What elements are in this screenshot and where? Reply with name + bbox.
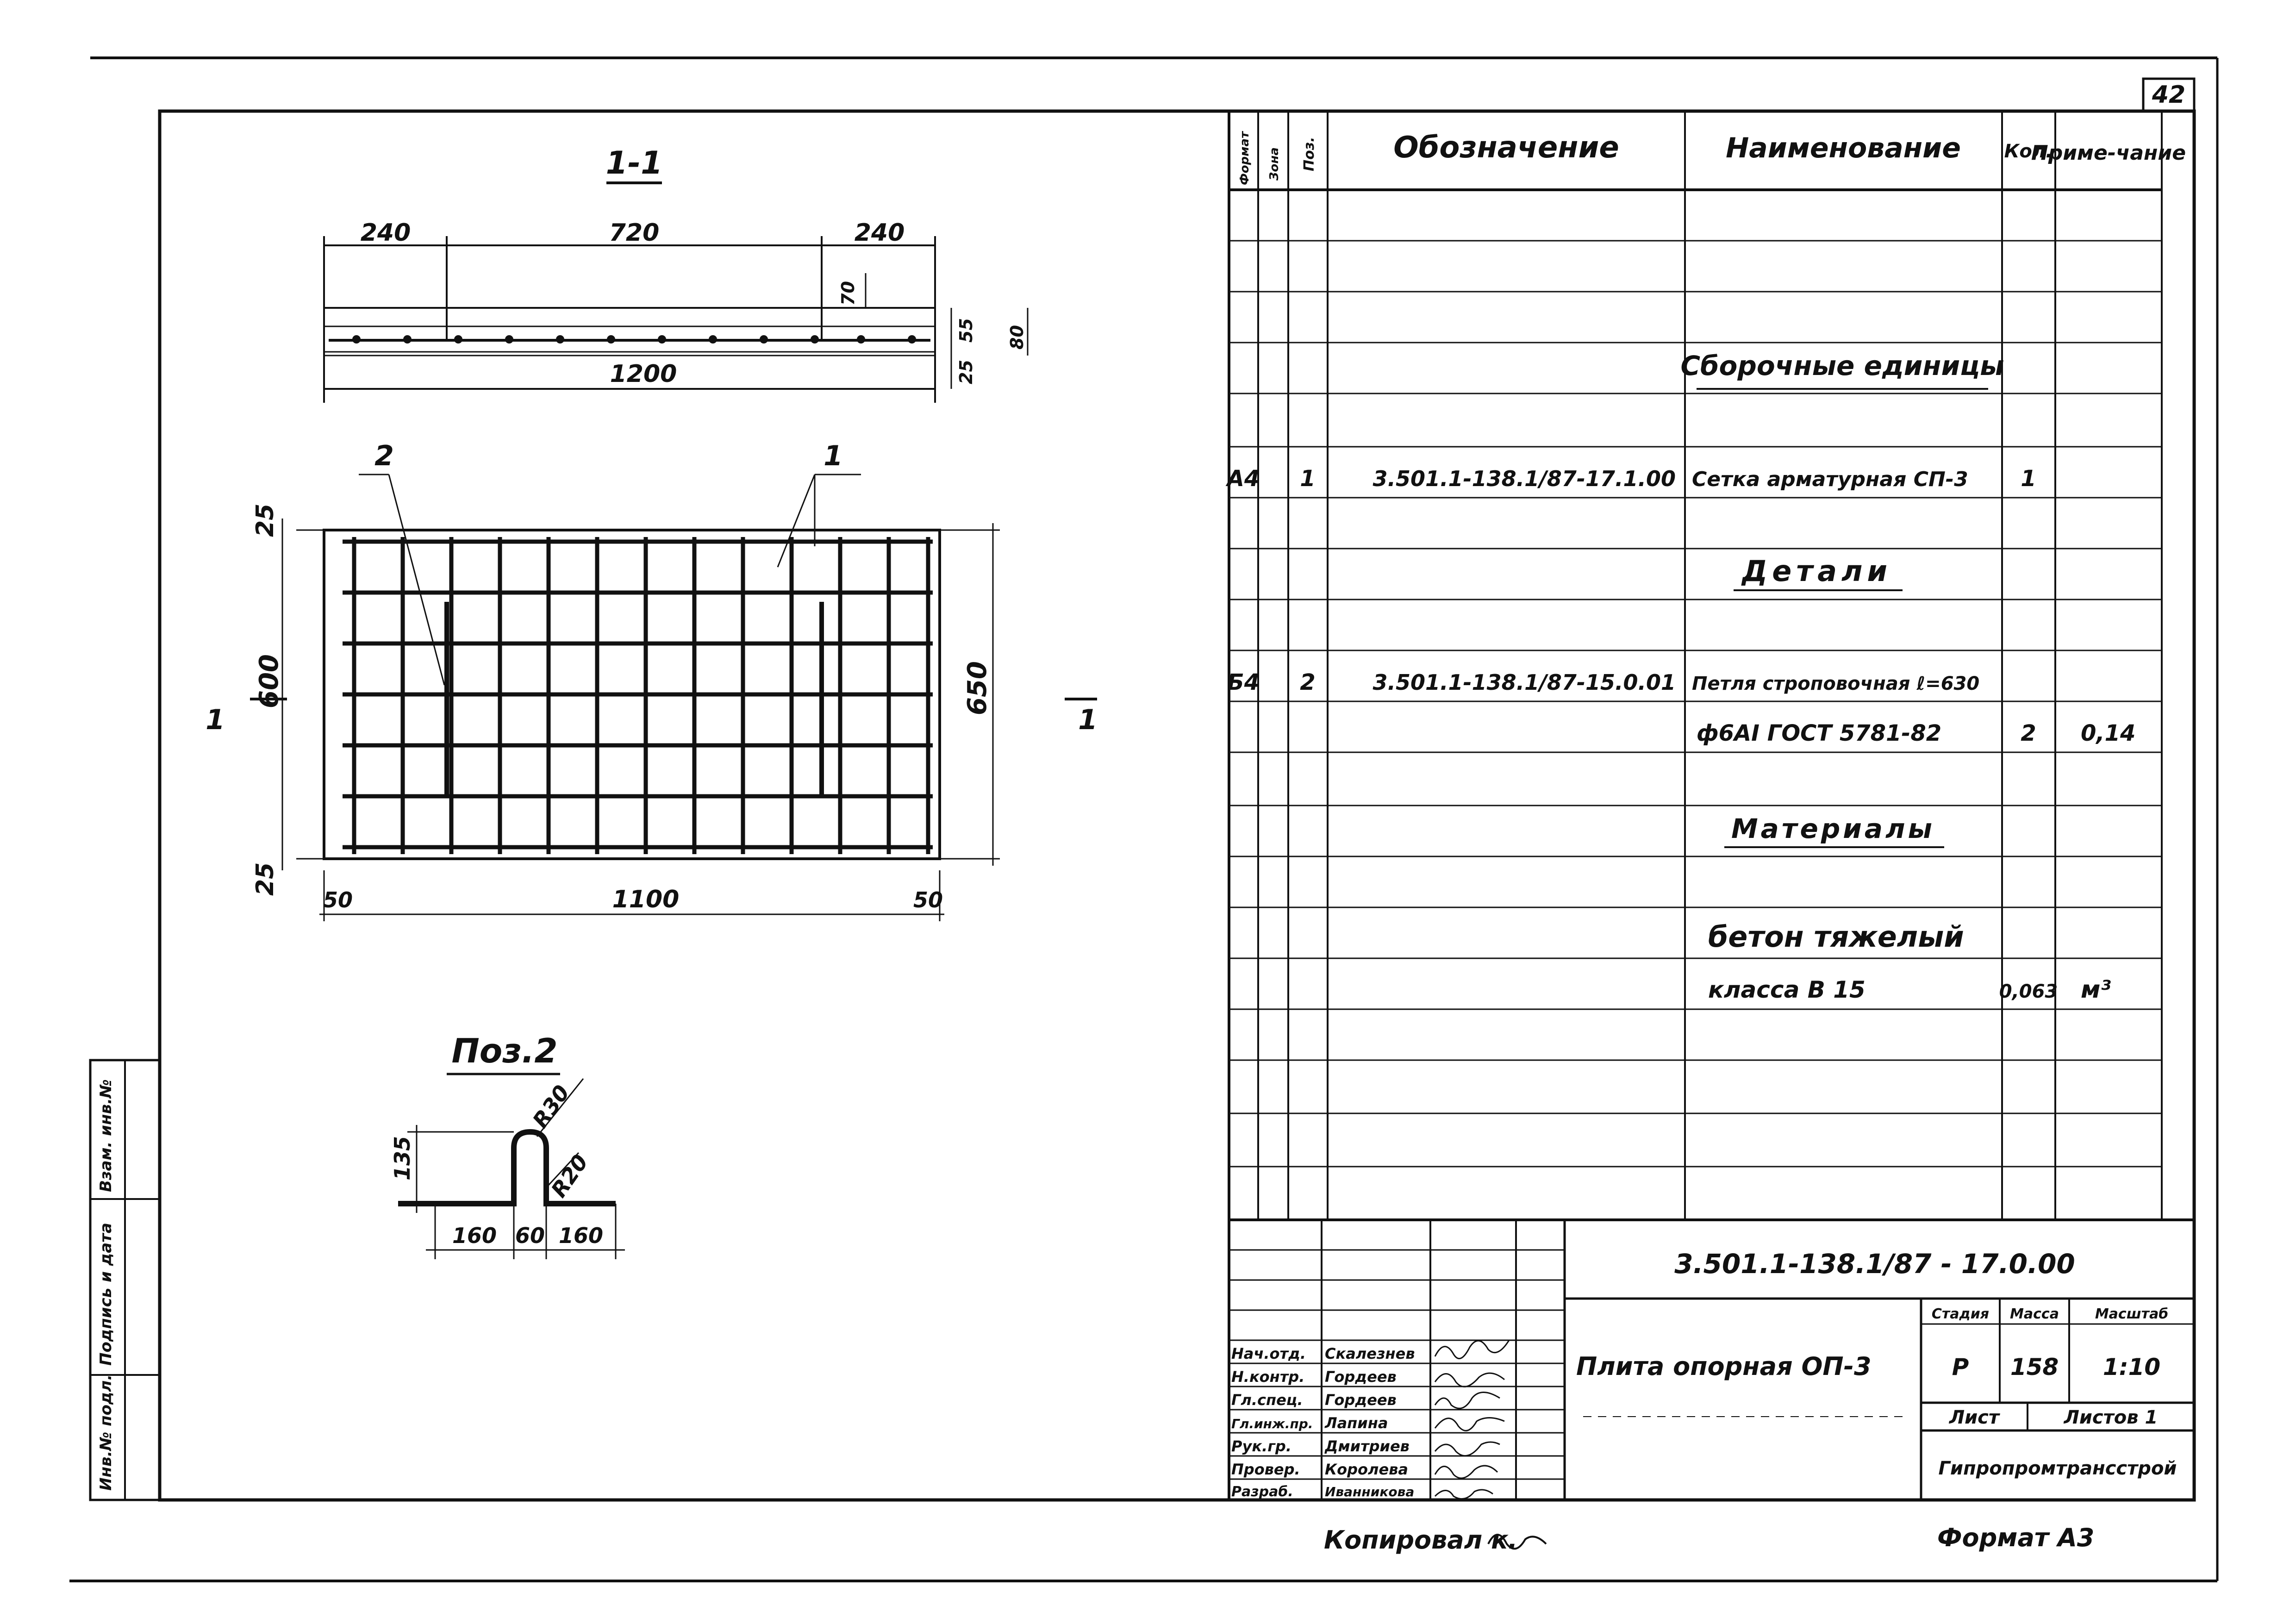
- pos2-dim-160-right: 160: [559, 1223, 603, 1248]
- dim-720: 720: [609, 219, 660, 247]
- sheet-number: 42: [2152, 81, 2185, 109]
- row2b-note: 0,14: [2081, 720, 2135, 746]
- mat2-qty: 0,063: [1999, 981, 2058, 1002]
- sheets-label: Листов 1: [2064, 1407, 2158, 1428]
- dim-650: 650: [962, 661, 992, 715]
- header-qty: Кол.: [2004, 141, 2053, 162]
- pos2-dim-r30: R30: [528, 1081, 574, 1132]
- header-pos: Поз.: [1301, 137, 1317, 171]
- scale-header: Масштаб: [2095, 1306, 2168, 1322]
- dim-25-top: 25: [251, 504, 279, 537]
- section-mark-right: 1: [1078, 704, 1098, 736]
- stamp-sign-label: Подпись и дата: [97, 1223, 115, 1366]
- section-view: [323, 181, 1029, 403]
- name-1: Гордеев: [1325, 1368, 1397, 1386]
- header-designation: Обозначение: [1393, 131, 1619, 165]
- name-3: Лапина: [1324, 1414, 1388, 1432]
- organization: Гипропромтрансстрой: [1939, 1458, 2177, 1479]
- role-5: Провер.: [1231, 1461, 1300, 1478]
- pos2-dim-160-left: 160: [452, 1223, 497, 1248]
- section-mark-left: 1: [206, 704, 225, 736]
- dim-240-right: 240: [855, 219, 905, 247]
- section-details: Детали: [1741, 554, 1892, 588]
- mat2-name: класса В 15: [1708, 976, 1866, 1003]
- dim-240-left: 240: [361, 219, 411, 247]
- title-block-grid: [1228, 1220, 2194, 1500]
- dim-1100: 1100: [612, 886, 680, 913]
- mat2-unit: м³: [2081, 976, 2111, 1004]
- name-2: Гордеев: [1325, 1391, 1397, 1409]
- spec-table-grid: [1228, 111, 2194, 1221]
- role-4: Рук.гр.: [1231, 1437, 1292, 1455]
- stage-value: Р: [1952, 1354, 1969, 1380]
- row1-qty: 1: [2021, 466, 2036, 492]
- row1-pos: 1: [1300, 466, 1315, 492]
- drawing-code: 3.501.1-138.1/87 - 17.0.00: [1674, 1248, 2075, 1280]
- mass-value: 158: [2010, 1354, 2059, 1380]
- pos-label-2: 2: [374, 440, 394, 472]
- row2-name: Петля строповочная ℓ=630: [1692, 673, 1979, 694]
- pos2-dim-135: 135: [390, 1136, 415, 1181]
- role-3: Гл.инж.пр.: [1231, 1416, 1313, 1431]
- pos2-dim-60: 60: [515, 1223, 545, 1248]
- section-assembly: Сборочные единицы: [1680, 350, 2004, 381]
- dim-70: 70: [838, 281, 858, 306]
- dim-25-bottom: 25: [251, 862, 279, 896]
- pos2-title: Поз.2: [451, 1031, 557, 1070]
- name-5: Королева: [1325, 1461, 1408, 1478]
- section-materials: Материалы: [1731, 813, 1935, 844]
- row2-designation: 3.501.1-138.1/87-15.0.01: [1373, 670, 1676, 695]
- dim-50-right: 50: [913, 887, 943, 912]
- signatures: [1434, 1340, 1510, 1500]
- dim-80: 80: [1007, 325, 1027, 350]
- name-6: Иванникова: [1325, 1484, 1414, 1499]
- copier-signature: [1487, 1534, 1547, 1550]
- drawing-title: Плита опорная ОП-3: [1576, 1352, 1872, 1381]
- section-title: 1-1: [606, 145, 663, 181]
- header-zone: Зона: [1267, 147, 1281, 181]
- pos2-loop-detail: [398, 1073, 625, 1259]
- format-label: Формат А3: [1937, 1523, 2094, 1552]
- row2-pos: 2: [1300, 669, 1315, 695]
- row2b-name: ф6АI ГОСТ 5781-82: [1697, 720, 1941, 746]
- dim-55: 55: [956, 318, 976, 343]
- header-name: Наименование: [1726, 132, 1961, 164]
- stamp-inv-label: Инв.№ подл.: [97, 1374, 115, 1491]
- pos-label-1: 1: [824, 440, 843, 472]
- header-note: Приме-чание: [2031, 141, 2186, 165]
- role-0: Нач.отд.: [1231, 1345, 1306, 1362]
- copied-by: Копировал к.: [1324, 1525, 1517, 1555]
- sheet-label: Лист: [1949, 1407, 2001, 1428]
- dim-1200: 1200: [610, 360, 677, 388]
- row1-format: А4: [1225, 466, 1260, 492]
- name-4: Дмитриев: [1324, 1437, 1410, 1455]
- role-2: Гл.спец.: [1231, 1391, 1303, 1409]
- stage-header: Стадия: [1932, 1306, 1989, 1322]
- row1-name: Сетка арматурная СП-3: [1692, 468, 1968, 491]
- mat1-name: бетон тяжелый: [1708, 920, 1964, 954]
- role-1: Н.контр.: [1231, 1368, 1304, 1386]
- stamp-replace-label: Взам. инв.№: [97, 1079, 115, 1192]
- mesh-bars-horizontal: [343, 539, 933, 849]
- pos2-dim-r20: R20: [546, 1150, 593, 1202]
- dim-25-section: 25: [956, 360, 976, 384]
- dim-600: 600: [254, 654, 284, 708]
- header-format: Формат: [1238, 131, 1252, 185]
- role-6: Разраб.: [1231, 1484, 1293, 1500]
- row1-designation: 3.501.1-138.1/87-17.1.00: [1373, 466, 1676, 491]
- row2b-qty: 2: [2021, 720, 2036, 746]
- row2-format: Б4: [1227, 669, 1260, 695]
- mass-header: Масса: [2010, 1306, 2059, 1322]
- dim-50-left: 50: [323, 887, 353, 912]
- scale-value: 1:10: [2103, 1354, 2160, 1380]
- section-rebar-dots: [352, 335, 916, 344]
- name-0: Скалезнев: [1325, 1345, 1415, 1362]
- plan-view: [250, 474, 1097, 921]
